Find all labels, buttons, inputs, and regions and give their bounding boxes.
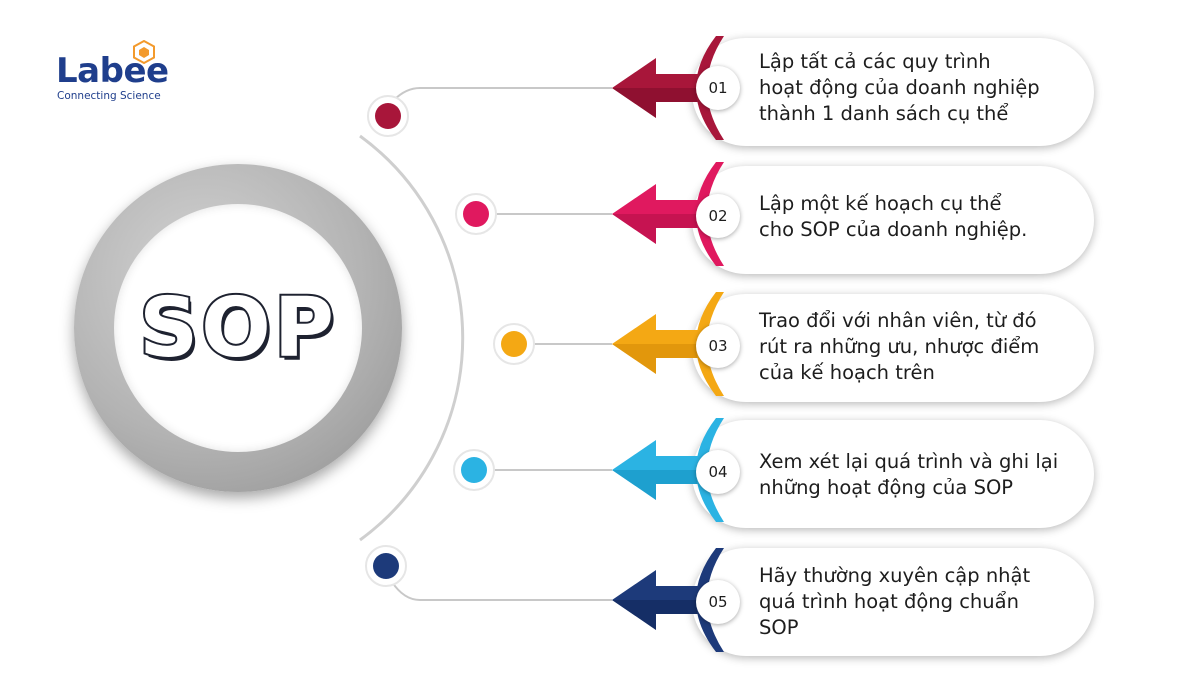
step-card-3 [692, 294, 1094, 402]
step-arrow-shade-2 [612, 214, 700, 244]
center-label: SOP [137, 279, 337, 378]
step-4-line-2: những hoạt động của SOP [759, 476, 1014, 499]
step-arrow-shade-3 [612, 344, 700, 374]
step-ribbon-5 [696, 548, 724, 652]
step-arrow-shade-1 [612, 88, 700, 118]
step-number-1: 01 [696, 66, 740, 110]
step-dot-1 [375, 103, 401, 129]
step-dot-2 [463, 201, 489, 227]
step-card-5 [692, 548, 1094, 656]
logo-tagline: Connecting Science [57, 90, 161, 102]
connector-arc [359, 134, 465, 542]
step-text-2: Lập một kế hoạch cụ thể cho SOP của doan… [759, 191, 1089, 243]
step-5-line-1: Hãy thường xuyên cập nhật [759, 564, 1031, 587]
step-card-1 [692, 38, 1094, 146]
step-ribbon-1 [696, 36, 724, 140]
step-card-2 [692, 166, 1094, 274]
step-text-4: Xem xét lại quá trình và ghi lại những h… [759, 449, 1089, 501]
step-arrow-shade-5 [612, 600, 700, 630]
step-2-line-2: cho SOP của doanh nghiệp. [759, 218, 1028, 241]
step-card-4 [692, 420, 1094, 528]
step-number-5: 05 [696, 580, 740, 624]
step-5-line-2: quá trình hoạt động chuẩn [759, 590, 1019, 613]
step-5-line-3: SOP [759, 616, 799, 639]
step-1-line-1: Lập tất cả các quy trình [759, 50, 991, 73]
step-dot-3 [501, 331, 527, 357]
step-3-line-3: của kế hoạch trên [759, 361, 935, 384]
logo-wordmark: Labee [56, 51, 169, 91]
step-number-4: 04 [696, 450, 740, 494]
step-text-1: Lập tất cả các quy trình hoạt động của d… [759, 49, 1089, 127]
step-dot-5 [373, 553, 399, 579]
step-number-2: 02 [696, 194, 740, 238]
step-ribbon-4 [696, 418, 724, 522]
step-3-line-2: rút ra những ưu, nhược điểm [759, 335, 1040, 358]
step-1-line-3: thành 1 danh sách cụ thể [759, 102, 1009, 125]
step-ribbon-2 [696, 162, 724, 266]
step-ribbon-3 [696, 292, 724, 396]
center-disc [114, 204, 362, 452]
step-2-line-1: Lập một kế hoạch cụ thể [759, 192, 1002, 215]
step-arrow-shade-4 [612, 470, 700, 500]
step-text-5: Hãy thường xuyên cập nhật quá trình hoạt… [759, 563, 1089, 641]
step-text-3: Trao đổi với nhân viên, từ đó rút ra nhữ… [759, 308, 1089, 386]
step-4-line-1: Xem xét lại quá trình và ghi lại [759, 450, 1059, 473]
labee-logo: Labee Connecting Science [56, 40, 176, 104]
connector-line-5 [391, 581, 612, 601]
step-3-line-1: Trao đổi với nhân viên, từ đó [759, 309, 1037, 332]
step-number-3: 03 [696, 324, 740, 368]
step-1-line-2: hoạt động của doanh nghiệp [759, 76, 1040, 99]
step-dot-4 [461, 457, 487, 483]
hexagon-logo-icon [133, 40, 155, 64]
